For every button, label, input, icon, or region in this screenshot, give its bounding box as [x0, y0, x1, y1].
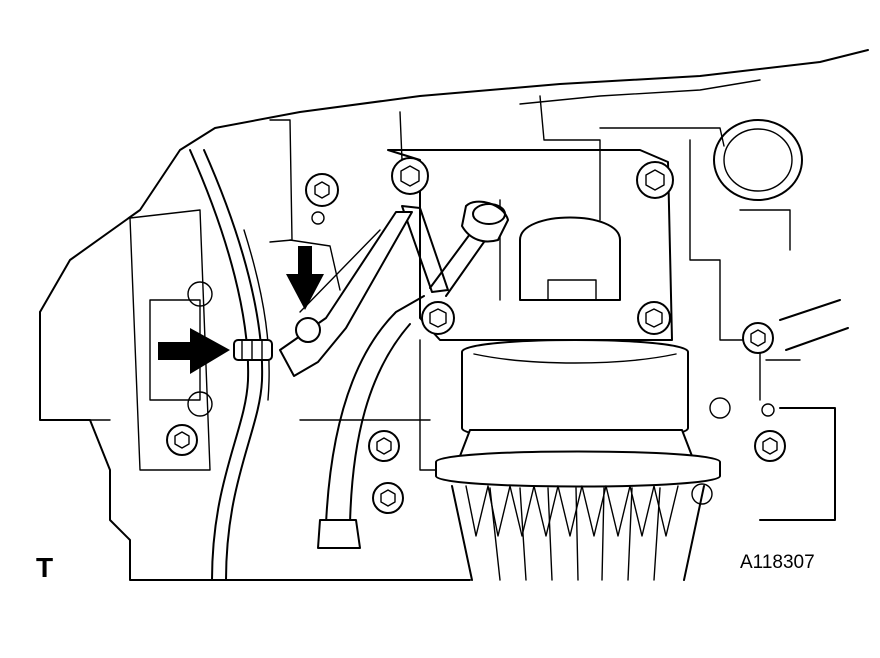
wire-harness [189, 149, 273, 581]
bolt [166, 424, 198, 456]
bolt [372, 482, 404, 514]
figure-id: A118307 [740, 552, 815, 573]
bolt [754, 430, 786, 462]
bolt [391, 157, 429, 195]
tube-bracket [279, 211, 413, 377]
oil-filter [435, 339, 721, 581]
bolt [368, 430, 400, 462]
filter-cap [713, 119, 803, 201]
bolt [637, 301, 671, 335]
bolt [636, 161, 674, 199]
bolt [742, 322, 774, 354]
corner-letter: T [36, 552, 54, 583]
dipstick-tube [317, 200, 509, 549]
bolt [305, 173, 339, 207]
rod [779, 299, 849, 351]
housing-outline [39, 49, 869, 581]
bolts [166, 157, 786, 514]
arrow-down-icon [286, 246, 324, 310]
wire-clamp [233, 339, 273, 361]
bolt [421, 301, 455, 335]
arrow-right-icon [158, 328, 230, 374]
